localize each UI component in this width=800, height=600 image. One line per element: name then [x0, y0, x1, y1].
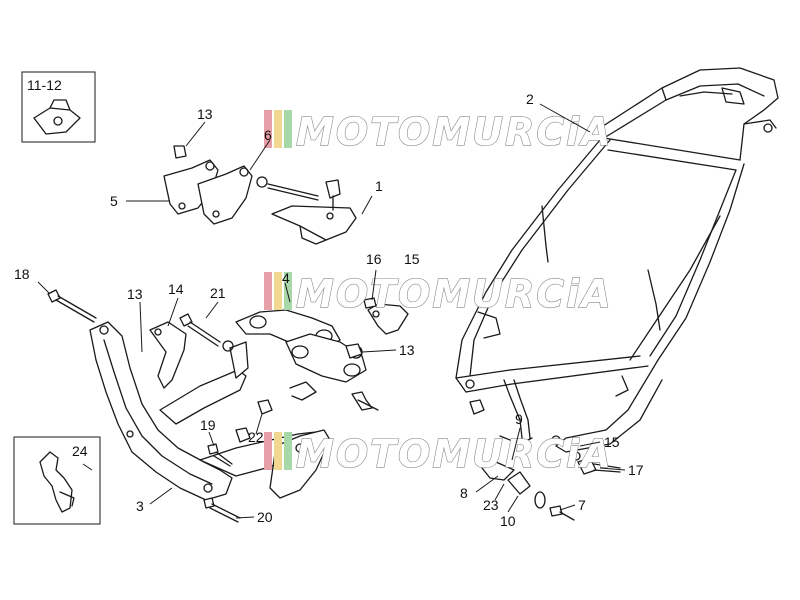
callout-24: 24: [72, 443, 88, 459]
inset-box-clamp: [13, 436, 101, 525]
part-2-rear-subframe: [455, 67, 779, 453]
callout-4: 4: [282, 270, 290, 286]
callout-23: 23: [483, 497, 499, 513]
callout-9: 9: [515, 411, 523, 427]
callout-20: 20: [257, 509, 273, 525]
callout-18: 18: [14, 266, 30, 282]
callout-14: 14: [168, 281, 184, 297]
bolt-13-top: [173, 145, 187, 159]
callout-5: 5: [110, 193, 118, 209]
watermark-text-2: MOTOMURCiA: [296, 272, 613, 316]
callout-2: 2: [526, 91, 534, 107]
inset-box-clip-nut: [21, 71, 96, 143]
callout-10: 10: [500, 513, 516, 529]
callout-13-top: 13: [197, 106, 213, 122]
watermark-logo-2: MOTOMURCiA: [264, 271, 613, 317]
part-5-mounting-brackets: [163, 145, 319, 225]
callout-17: 17: [628, 462, 644, 478]
part-4-pivot-bracket: [235, 309, 367, 401]
callout-19: 19: [200, 417, 216, 433]
callout-11-12: 11-12: [27, 77, 62, 93]
callout-7: 7: [578, 497, 586, 513]
callout-6: 6: [264, 127, 272, 143]
callout-21: 21: [210, 285, 226, 301]
watermark-logo-1: MOTOMURCiA: [264, 109, 613, 155]
callout-labels: 1 2 3 4 5 6 7 8 9 10 11-12 13 13 13 14 1…: [14, 77, 644, 529]
part-bushing-assembly: [481, 435, 546, 509]
callout-15-bottom: 15: [604, 434, 620, 450]
watermark-text-3: MOTOMURCiA: [296, 432, 613, 476]
bolts-and-fasteners: [47, 289, 621, 523]
callout-8: 8: [460, 485, 468, 501]
watermark-text-1: MOTOMURCiA: [296, 110, 613, 154]
callout-1: 1: [375, 178, 383, 194]
part-15-16-small-bracket: [367, 303, 409, 335]
callout-13-right: 13: [399, 342, 415, 358]
callout-16: 16: [366, 251, 382, 267]
callout-22: 22: [248, 429, 264, 445]
part-1-bracket-plate: [271, 179, 357, 245]
leader-lines: [37, 103, 626, 519]
clamp-part: [39, 451, 73, 513]
watermark-logo-3: MOTOMURCiA: [264, 431, 613, 477]
callout-3: 3: [136, 498, 144, 514]
callout-15-top: 15: [404, 251, 420, 267]
part-14-bracket: [149, 321, 187, 389]
callout-13-left: 13: [127, 286, 143, 302]
